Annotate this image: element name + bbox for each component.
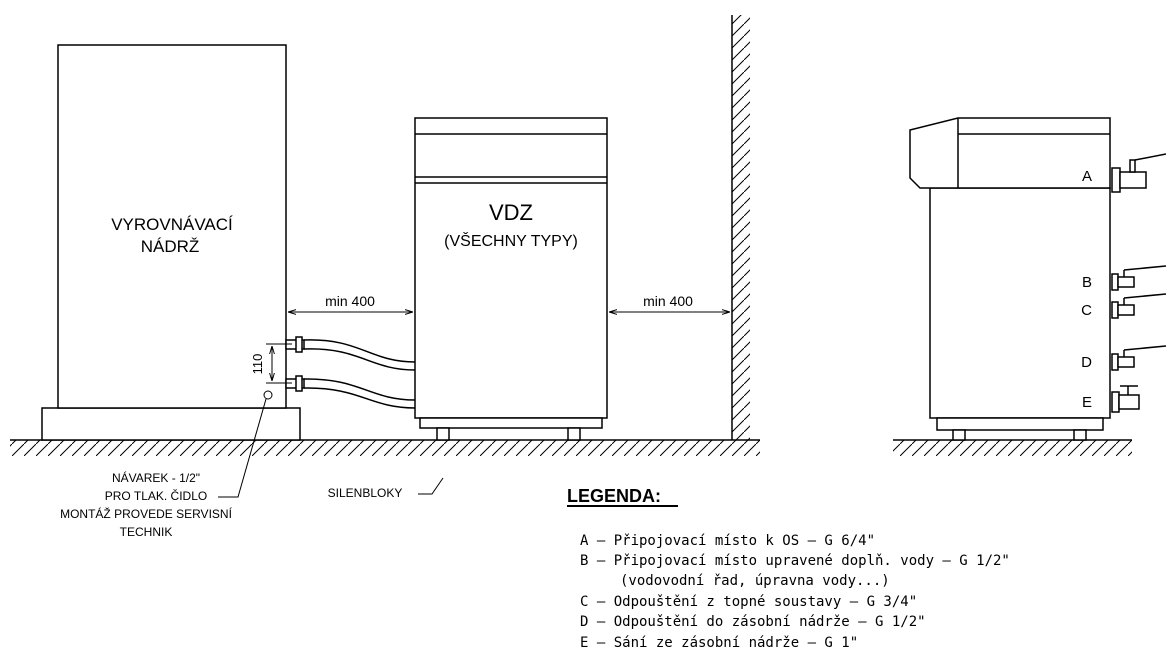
sensor-port: [263, 390, 273, 400]
side-view-unit: [909, 117, 1111, 441]
floor-side: [893, 439, 1132, 456]
silent-block-left: [436, 427, 450, 441]
dim-gap-left: min 400: [325, 293, 375, 309]
valve-e: [1111, 385, 1140, 413]
feet-note-label: SILENBLOKY: [328, 486, 403, 500]
tank-label-2: NÁDRŽ: [141, 237, 200, 256]
silent-block-right: [567, 427, 581, 441]
dim-right: min 400: [609, 293, 730, 312]
legend-title: LEGENDA:: [567, 486, 661, 506]
sensor-note: NÁVAREK - 1/2" PRO TLAK. ČIDLO MONTÁŽ PR…: [60, 398, 267, 539]
floor-front: [10, 439, 760, 456]
legend-item-b: B – Připojovací místo upravené doplň. vo…: [580, 553, 1010, 569]
valve-c: [1111, 293, 1166, 319]
unit-subtitle: (VŠECHNY TYPY): [444, 231, 578, 250]
dim-gap-right: min 400: [643, 293, 693, 309]
dim-pipe-spacing: 110: [250, 354, 265, 375]
dim-pipes: 110: [250, 343, 292, 384]
sensor-note-3: MONTÁŽ PROVEDE SERVISNÍ: [60, 506, 232, 521]
legend-item-a: A – Připojovací místo k OS – G 6/4": [580, 533, 875, 549]
sensor-note-4: TECHNIK: [120, 525, 173, 539]
side-label-a: A: [1082, 168, 1092, 185]
side-block-right: [1073, 429, 1087, 441]
legend-item-e: E – Sání ze zásobní nádrže – G 1": [580, 635, 858, 651]
legend-item-c: C – Odpouštění z topné soustavy – G 3/4": [580, 594, 917, 610]
unit-title: VDZ: [489, 200, 533, 225]
valve-d: [1111, 345, 1166, 371]
valve-a: [1111, 153, 1166, 193]
vdz-unit: VDZ (VŠECHNY TYPY): [414, 117, 608, 441]
expansion-tank: VYROVNÁVACÍ NÁDRŽ: [41, 44, 301, 441]
side-label-d: D: [1081, 354, 1092, 371]
sensor-note-1: NÁVAREK - 1/2": [112, 470, 200, 485]
legend-item-d: D – Odpouštění do zásobní nádrže – G 1/2…: [580, 614, 926, 630]
hoses: [285, 336, 416, 409]
sensor-note-2: PRO TLAK. ČIDLO: [105, 488, 207, 503]
feet-note: SILENBLOKY: [328, 477, 444, 500]
side-label-c: C: [1081, 302, 1092, 319]
side-label-e: E: [1082, 394, 1092, 411]
tank-label-1: VYROVNÁVACÍ: [111, 215, 233, 234]
dim-left: min 400: [288, 293, 413, 312]
side-label-b: B: [1082, 274, 1092, 291]
legend: LEGENDA: A – Připojovací místo k OS – G …: [567, 486, 1010, 651]
side-block-left: [952, 429, 966, 441]
legend-item-b-note: (vodovodní řad, úpravna vody...): [620, 573, 890, 589]
wall: [731, 15, 750, 440]
valve-b: [1111, 265, 1166, 291]
